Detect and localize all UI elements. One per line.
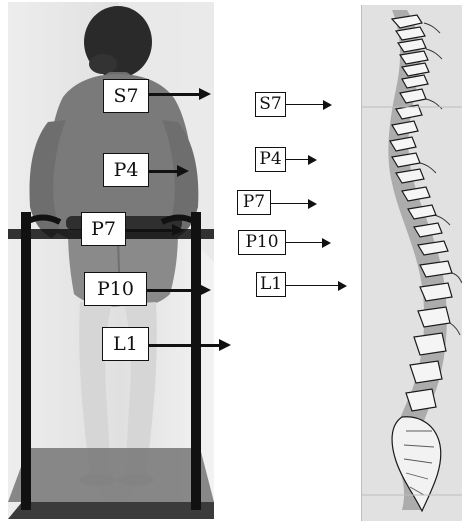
- photo-label-s7: S7: [103, 79, 149, 113]
- spine-illustration-panel: [361, 5, 462, 521]
- spine-arrow-p4: [286, 159, 309, 160]
- photo-arrow-l1: [149, 344, 221, 347]
- photo-label-p7: P7: [81, 212, 126, 246]
- spine-label-l1: L1: [256, 272, 286, 297]
- spine-icon: [362, 5, 462, 521]
- spine-arrow-p10: [286, 242, 323, 243]
- spine-label-p4-text: P4: [259, 151, 281, 168]
- photo-label-p4-text: P4: [114, 161, 139, 180]
- spine-label-p7-text: P7: [243, 194, 265, 211]
- spine-label-p10: P10: [238, 230, 286, 255]
- spine-label-p10-text: P10: [245, 234, 278, 251]
- photo-label-p7-text: P7: [91, 220, 116, 239]
- photo-label-s7-text: S7: [113, 87, 138, 106]
- spine-arrow-p7: [271, 203, 309, 204]
- photo-arrow-p7: [126, 229, 174, 232]
- photo-label-l1-text: L1: [113, 335, 138, 354]
- photo-label-p4: P4: [103, 153, 149, 187]
- photo-arrow-s7: [149, 93, 201, 96]
- spine-arrow-s7: [286, 104, 324, 105]
- spine-label-p4: P4: [255, 147, 286, 172]
- spine-label-s7-text: S7: [259, 96, 281, 113]
- spine-label-p7: P7: [237, 190, 271, 215]
- photo-label-l1: L1: [102, 327, 149, 361]
- photo-label-p10: P10: [84, 272, 147, 306]
- spine-label-l1-text: L1: [260, 276, 282, 293]
- photo-label-p10-text: P10: [97, 280, 134, 299]
- photo-arrow-p10: [147, 289, 201, 292]
- spine-label-s7: S7: [255, 92, 286, 117]
- photo-arrow-p4: [149, 170, 179, 173]
- spine-arrow-l1: [286, 285, 339, 286]
